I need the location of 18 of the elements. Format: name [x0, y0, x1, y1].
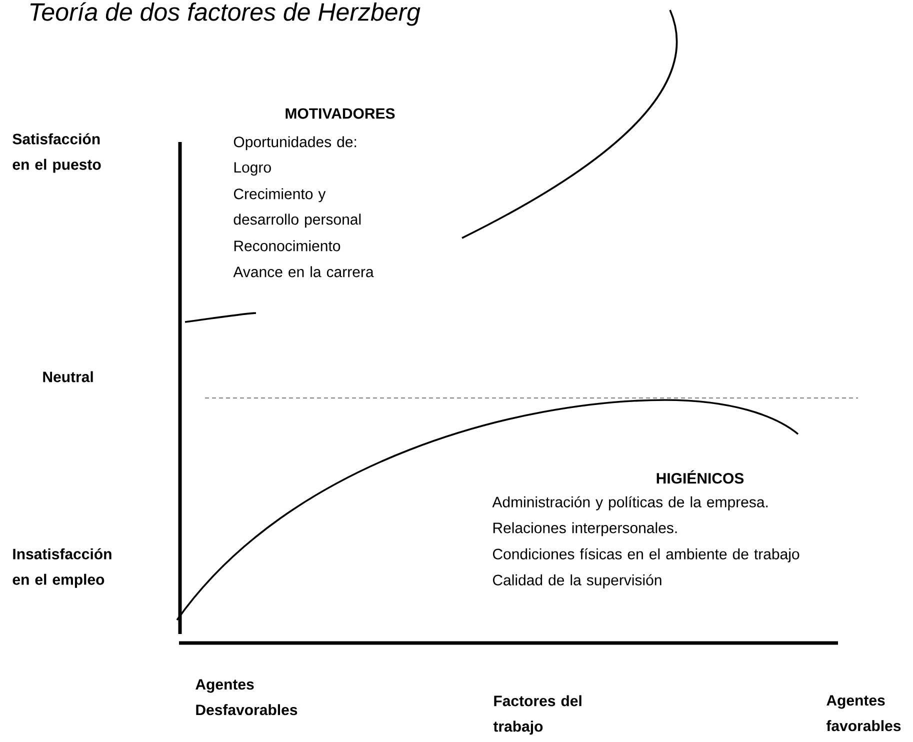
list-item: Condiciones físicas en el ambiente de trabajo	[492, 548, 800, 562]
list-item: Logro	[234, 162, 271, 176]
axis-label: Insatisfacción en el empleo	[12, 548, 112, 588]
title: Teoría de dos factores de Herzberg	[30, 2, 420, 26]
heading: MOTIVADORES	[286, 108, 395, 119]
list-item: Administración y políticas de la empresa.	[492, 496, 768, 510]
list-item: Relaciones interpersonales.	[493, 522, 677, 536]
list-item: Avance en la carrera	[233, 266, 374, 278]
axis-label: Neutral	[43, 371, 93, 382]
axis-label: Agentes favorables	[826, 695, 901, 732]
list-item: Crecimiento y desarrollo personal	[234, 188, 361, 228]
heading: HIGIÉNICOS	[656, 470, 744, 484]
list-item: Reconocimiento	[234, 240, 340, 252]
axis-label: Factores del trabajo	[493, 695, 582, 735]
axis-label: Agentes Desfavorables	[196, 679, 298, 716]
list-item: Calidad de la supervisión	[492, 574, 662, 588]
axis-label: Satisfacción en el puesto	[12, 133, 101, 173]
list-item: Oportunidades de:	[234, 136, 356, 150]
